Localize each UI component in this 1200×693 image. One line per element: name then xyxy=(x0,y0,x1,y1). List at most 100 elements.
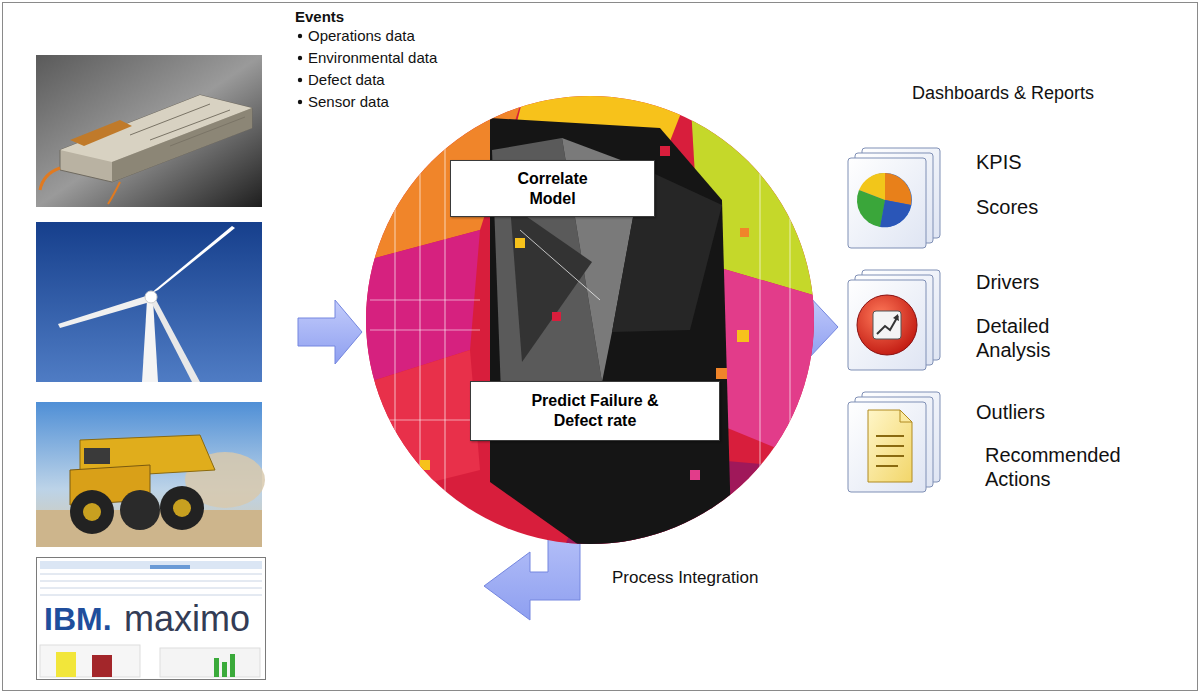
outliers-report-icon xyxy=(868,410,912,482)
label-holder: Process Integration xyxy=(612,568,758,588)
bullet-dots xyxy=(298,100,302,104)
label-holder: Dashboards & Reports xyxy=(912,83,1094,105)
data-cubes xyxy=(420,460,430,470)
data-cubes xyxy=(660,146,670,156)
battery-photo xyxy=(112,108,252,182)
label-holder: KPIS xyxy=(976,150,1022,174)
analytics-circle xyxy=(419,130,420,540)
wind-turbine-photo xyxy=(58,296,150,328)
input-arrow xyxy=(298,300,362,364)
mining-truck-photo xyxy=(36,402,265,547)
analytics-circle xyxy=(510,205,592,362)
label-holder: Operations data xyxy=(308,27,415,45)
output-item: Recommended Actions xyxy=(985,443,1135,491)
bullet-dots xyxy=(298,34,302,38)
maximo-screenshot xyxy=(40,561,262,569)
output-item: Drivers xyxy=(976,270,1039,294)
logo-text: IBM. xyxy=(44,600,112,638)
kpi-report-icon xyxy=(859,173,885,200)
maximo-screenshot xyxy=(214,658,219,677)
box-text: Correlate Model xyxy=(503,169,603,209)
label-holder: Outliers xyxy=(976,400,1045,424)
maximo-screenshot xyxy=(37,558,266,680)
data-cubes xyxy=(740,228,749,237)
event-item: Environmental data xyxy=(308,49,437,67)
prediction-box: Predict Failure & Defect rate xyxy=(470,381,720,441)
analytics-circle xyxy=(370,299,480,300)
outer-frame xyxy=(3,3,1198,691)
maximo-screenshot xyxy=(56,652,76,677)
outliers-report-icon xyxy=(876,436,904,466)
event-item: Defect data xyxy=(308,71,385,89)
outliers-report-icon xyxy=(848,402,926,492)
maximo-screenshot xyxy=(222,662,227,677)
label-holder: Detailed Analysis xyxy=(976,314,1106,362)
maximo-screenshot xyxy=(40,645,140,677)
model-box: Correlate Model xyxy=(450,160,655,217)
maximo-screenshot xyxy=(160,648,260,677)
label-holder: Defect data xyxy=(308,71,385,89)
drivers-report-icon xyxy=(848,270,940,370)
data-cubes xyxy=(716,368,727,379)
analytics-circle xyxy=(520,230,600,300)
output-item: Detailed Analysis xyxy=(976,314,1106,362)
process-label: Process Integration xyxy=(612,568,758,588)
battery-photo xyxy=(70,120,132,146)
outliers-report-icon xyxy=(876,455,904,457)
drivers-report-icon xyxy=(873,311,901,339)
maximo-screenshot xyxy=(150,565,190,569)
kpi-report-icon xyxy=(885,173,911,205)
bullet-dots xyxy=(298,78,302,82)
events-heading: Events xyxy=(295,8,344,26)
mining-truck-photo xyxy=(120,490,160,530)
label-holder: IBM. xyxy=(44,600,112,638)
box-text: Predict Failure & Defect rate xyxy=(513,391,678,431)
mining-truck-photo xyxy=(173,499,191,517)
label-holder: Events xyxy=(295,8,344,26)
wind-turbine-photo xyxy=(142,300,158,382)
data-cubes xyxy=(552,312,561,321)
output-item: Outliers xyxy=(976,400,1045,424)
drivers-report-icon xyxy=(857,295,917,355)
maximo-screenshot xyxy=(37,558,266,680)
logo-text: maximo xyxy=(124,597,250,640)
battery-photo xyxy=(170,117,245,146)
analytics-circle xyxy=(759,120,760,520)
label-holder: Environmental data xyxy=(308,49,437,67)
event-item: Sensor data xyxy=(308,93,389,111)
output-heading: Dashboards & Reports xyxy=(912,83,1094,105)
label-holder: Scores xyxy=(976,195,1038,219)
label-holder: maximo xyxy=(124,597,250,640)
battery-photo xyxy=(108,182,120,204)
kpi-report-icon xyxy=(848,148,940,248)
maximo-screenshot xyxy=(230,654,235,677)
kpi-report-icon xyxy=(848,158,926,248)
maximo-screenshot xyxy=(40,588,262,589)
battery-photo xyxy=(130,104,245,146)
label-holder: Drivers xyxy=(976,270,1039,294)
outliers-report-icon xyxy=(900,410,912,422)
data-cubes xyxy=(737,330,749,342)
analytics-circle xyxy=(370,329,480,330)
output-item: Scores xyxy=(976,195,1038,219)
battery-photo xyxy=(36,55,262,207)
mining-truck-photo xyxy=(160,486,204,530)
analytics-circle xyxy=(370,419,480,420)
wind-turbine-photo xyxy=(36,222,262,382)
data-cubes xyxy=(420,146,749,480)
outliers-report-icon xyxy=(876,445,904,447)
battery-photo xyxy=(60,95,252,182)
battery-photo xyxy=(130,104,210,135)
outliers-report-icon xyxy=(876,435,904,437)
text-group: Correlate Model xyxy=(503,169,603,209)
data-cubes xyxy=(515,238,525,248)
wind-turbine-photo xyxy=(145,291,157,303)
battery-photo xyxy=(150,110,230,140)
drivers-report-icon xyxy=(848,280,926,370)
outliers-report-icon xyxy=(876,465,898,467)
analytics-circle xyxy=(360,90,830,560)
analytics-circle xyxy=(444,110,445,545)
event-item: Operations data xyxy=(308,27,415,45)
label-holder: Recommended Actions xyxy=(985,443,1135,491)
